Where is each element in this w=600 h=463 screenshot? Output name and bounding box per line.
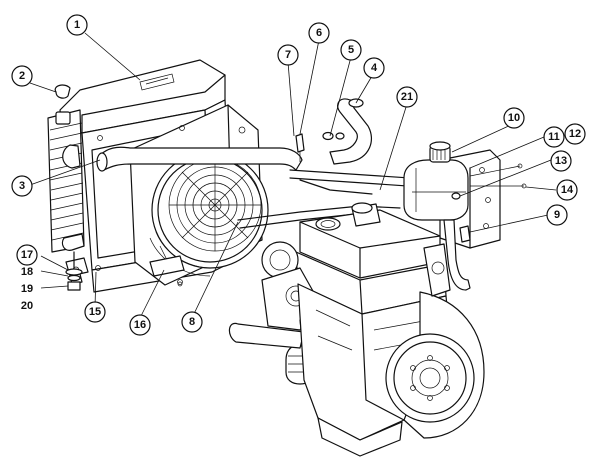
- callout-7-label: 7: [285, 49, 291, 61]
- callout-9-label: 9: [554, 209, 560, 221]
- callout-6: 6: [308, 22, 330, 44]
- callout-18-label: 18: [21, 266, 33, 278]
- callout-10-label: 10: [508, 112, 520, 124]
- callout-1-label: 1: [74, 19, 80, 31]
- callout-3-label: 3: [19, 180, 25, 192]
- callout-5: 5: [340, 39, 362, 61]
- callout-12: 12: [564, 123, 586, 145]
- callout-4: 4: [363, 57, 385, 79]
- callout-16: 16: [129, 314, 151, 336]
- callout-10: 10: [503, 107, 525, 129]
- callout-15: 15: [84, 301, 106, 323]
- callout-17-label: 17: [21, 249, 33, 261]
- callout-7: 7: [277, 44, 299, 66]
- callout-9: 9: [546, 204, 568, 226]
- leader-lines: [29, 32, 557, 319]
- thermostat-housing: [295, 98, 372, 165]
- callout-16-label: 16: [134, 319, 146, 331]
- callout-17: 17: [16, 244, 38, 266]
- callout-12-label: 12: [569, 128, 581, 140]
- callout-21-label: 21: [401, 91, 413, 103]
- callout-13-label: 13: [555, 155, 567, 167]
- mounting-hardware-stack: [65, 251, 83, 291]
- callout-2-label: 2: [19, 70, 25, 82]
- callout-14: 14: [556, 179, 578, 201]
- callout-2: 2: [11, 65, 33, 87]
- callout-13: 13: [550, 150, 572, 172]
- engine-block: [228, 202, 485, 457]
- callout-6-label: 6: [316, 27, 322, 39]
- callout-15-label: 15: [89, 306, 101, 318]
- callout-8: 8: [181, 311, 203, 333]
- callout-8-label: 8: [189, 316, 195, 328]
- callout-5-label: 5: [348, 44, 354, 56]
- callout-11: 11: [543, 126, 565, 148]
- callout-21: 21: [396, 86, 418, 108]
- callout-20-label: 20: [21, 300, 33, 312]
- callout-19-label: 19: [21, 283, 33, 295]
- callout-3: 3: [11, 175, 33, 197]
- callout-14-label: 14: [561, 184, 574, 196]
- callout-4-label: 4: [371, 62, 378, 74]
- callout-1: 1: [66, 14, 88, 36]
- callout-11-label: 11: [548, 131, 560, 143]
